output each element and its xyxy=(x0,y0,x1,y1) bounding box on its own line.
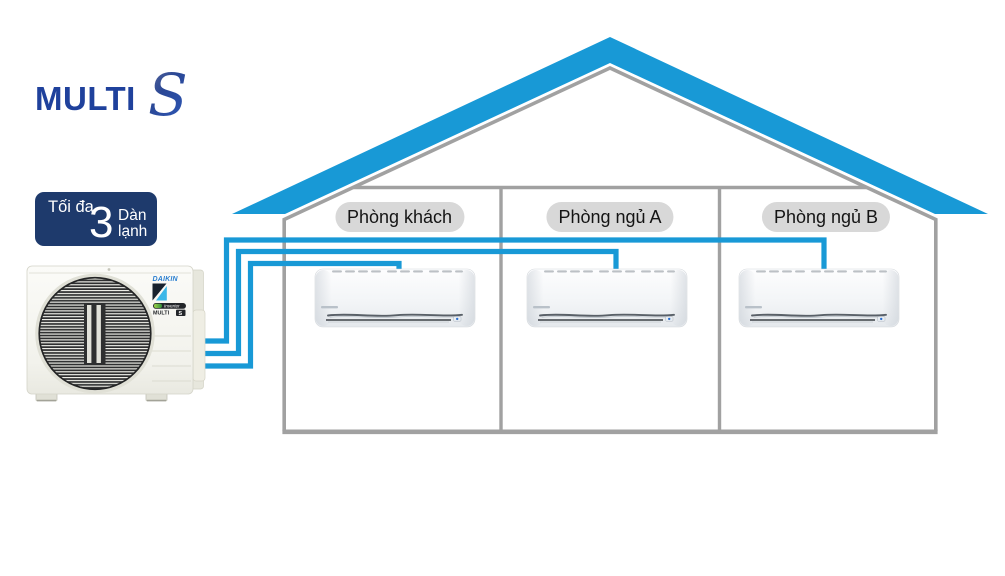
room-label-ngu-b: Phòng ngủ B xyxy=(761,202,891,232)
pipe-room-b xyxy=(199,237,827,344)
series-label-text: MULTI xyxy=(153,311,170,317)
indoor-unit-ngu-b xyxy=(738,268,900,328)
inverter-badge: Inverter xyxy=(153,303,186,309)
indoor-unit-khach xyxy=(314,268,476,328)
series-box-text: S xyxy=(179,311,183,317)
inverter-label: Inverter xyxy=(164,304,180,309)
indoor-unit-ngu-a xyxy=(526,268,688,328)
room-label-ngu-a: Phòng ngủ A xyxy=(546,202,674,232)
badge-unit-label: Dàn lạnh xyxy=(118,207,148,240)
multi-s-logo: MULTI S xyxy=(35,60,235,130)
house-walls-roofline xyxy=(282,66,938,431)
pipe-room-a xyxy=(199,248,619,357)
pipes xyxy=(199,237,827,369)
roof xyxy=(232,37,988,214)
daikin-streamer-emblem xyxy=(152,283,167,301)
badge-prefix: Tối đa xyxy=(48,198,94,216)
pipe-room-khach xyxy=(199,260,402,369)
logo-multi-text: MULTI xyxy=(35,80,136,117)
badge-count: 3 xyxy=(89,198,114,247)
outdoor-unit: DAIKIN Inverter MULTI S xyxy=(26,265,206,402)
capacity-badge: Tối đa 3 Dàn lạnh xyxy=(35,192,157,246)
outdoor-brand-text: DAIKIN xyxy=(153,276,179,283)
logo-s-letter: S xyxy=(148,61,188,129)
house-structure xyxy=(232,37,988,435)
room-label-khach: Phòng khách xyxy=(334,202,465,232)
series-label: MULTI S xyxy=(153,309,186,317)
